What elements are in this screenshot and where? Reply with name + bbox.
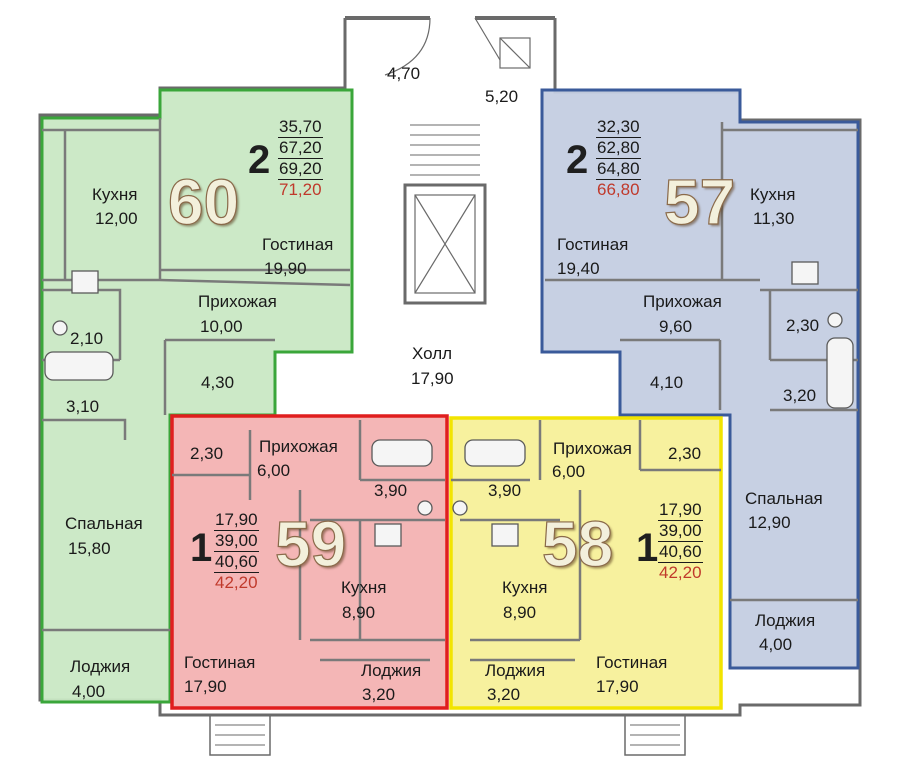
apartment-number: 57: [663, 166, 736, 238]
room-count: 1: [190, 526, 213, 570]
room-name: Кухня: [341, 578, 387, 597]
stove-icon: [491, 523, 519, 547]
room-area: 3,10: [66, 397, 100, 416]
room-area: 17,90: [596, 677, 639, 696]
room-area: 11,30: [753, 209, 795, 228]
room-area: 4,00: [72, 682, 106, 701]
room-name: Прихожая: [643, 292, 722, 311]
room-area: 4,10: [650, 373, 684, 392]
room-area: 10,00: [200, 317, 243, 336]
room-name: Кухня: [750, 185, 796, 204]
room-name: Гостиная: [184, 653, 256, 672]
room-area: 15,80: [68, 539, 111, 558]
room-name: Лоджия: [755, 611, 816, 630]
toilet-icon: [417, 500, 433, 516]
room-area: 3,20: [487, 685, 521, 704]
toilet-icon: [827, 312, 843, 328]
room-name: Гостиная: [262, 235, 334, 254]
room-area: 6,00: [257, 461, 291, 480]
room-name: Лоджия: [485, 661, 546, 680]
room-name: Спальная: [745, 489, 823, 508]
toilet-icon: [452, 500, 468, 516]
room-area: 17,90: [184, 677, 227, 696]
apartment-number: 58: [541, 508, 614, 580]
room-name: Кухня: [92, 185, 138, 204]
bath-icon: [44, 351, 114, 381]
room-name: Прихожая: [259, 437, 338, 456]
bath-icon: [464, 439, 526, 467]
room-count: 1: [636, 526, 659, 570]
hall-area: 17,90: [411, 369, 454, 388]
room-name: Лоджия: [70, 657, 131, 676]
bath-icon: [371, 439, 433, 467]
area-stack: 32,30 62,80 64,80 66,80: [596, 117, 641, 199]
room-area: 3,90: [488, 481, 522, 500]
room-name: Лоджия: [361, 661, 422, 680]
room-name: Прихожая: [553, 439, 632, 458]
stove-icon: [71, 270, 99, 294]
room-area: 2,30: [786, 316, 820, 335]
room-area: 2,30: [190, 444, 224, 463]
room-area: 4,30: [201, 373, 235, 392]
apartment-60-area: [40, 88, 354, 704]
room-area: 4,00: [759, 635, 793, 654]
room-area: 2,10: [70, 329, 104, 348]
room-area: 8,90: [342, 603, 376, 622]
toilet-icon: [52, 320, 68, 336]
room-count: 2: [566, 138, 589, 182]
fixtures: [44, 261, 854, 547]
hall-name: Холл: [412, 344, 453, 363]
room-area: 3,20: [362, 685, 396, 704]
apartment-number: 60: [167, 166, 240, 238]
room-name: Спальная: [65, 514, 143, 533]
room-area: 3,20: [783, 386, 817, 405]
room-area: 12,90: [748, 513, 791, 532]
room-area: 12,00: [95, 209, 138, 228]
room-area: 3,90: [374, 481, 408, 500]
room-name: Гостиная: [557, 235, 629, 254]
room-area-label: 4,70: [387, 64, 421, 83]
stove-icon: [374, 523, 402, 547]
apartment-number: 59: [274, 508, 347, 580]
room-area: 19,40: [557, 259, 600, 278]
area-stack: 17,90 39,00 40,60 42,20: [658, 500, 703, 582]
stove-icon: [791, 261, 819, 285]
room-area: 8,90: [503, 603, 537, 622]
room-count: 2: [248, 138, 271, 182]
room-name: Кухня: [502, 578, 548, 597]
room-area-label: 5,20: [485, 87, 519, 106]
room-area: 6,00: [552, 462, 586, 481]
room-name: Гостиная: [596, 653, 668, 672]
area-stack: 17,90 39,00 40,60 42,20: [214, 510, 259, 592]
area-stack: 35,70 67,20 69,20 71,20: [278, 117, 323, 199]
room-area: 9,60: [659, 317, 693, 336]
room-area: 19,90: [264, 259, 307, 278]
room-area: 2,30: [668, 444, 702, 463]
room-name: Прихожая: [198, 292, 277, 311]
bath-icon: [826, 337, 854, 409]
apartment-57-area: [540, 88, 860, 670]
